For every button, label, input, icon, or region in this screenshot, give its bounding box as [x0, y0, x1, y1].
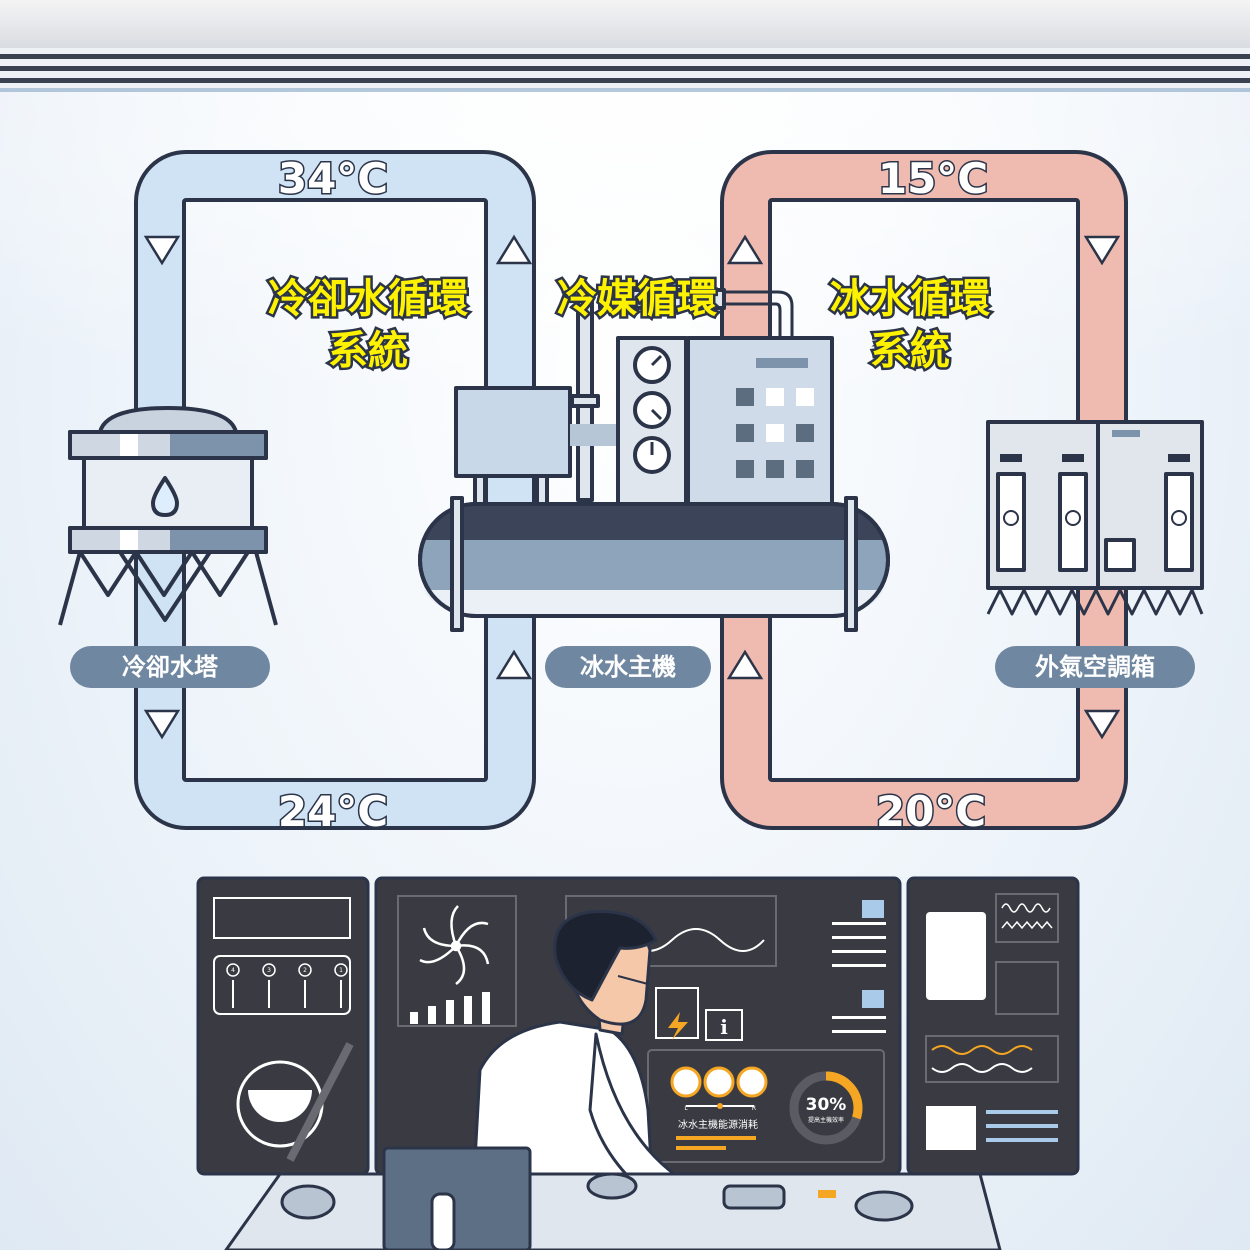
svg-text:冷卻水塔: 冷卻水塔: [122, 653, 219, 681]
air-handling-unit: [986, 420, 1204, 616]
efficiency-gauge: 30% 提高主機效率: [789, 1071, 863, 1145]
energy-consumption-label: 冰水主機能源消耗: [678, 1118, 758, 1131]
chilled-loop-title-line1: 冰水循環: [830, 276, 990, 322]
chilled-water-top-temp: 15°C: [878, 154, 988, 203]
bar-meter: [410, 992, 490, 1024]
chiller-label: 冰水主機: [545, 646, 711, 688]
arrow-up-icon: [726, 649, 764, 680]
console-desk: [224, 1146, 1002, 1250]
svg-text:R: R: [752, 1105, 756, 1112]
arrow-down-icon: [143, 235, 181, 266]
arrow-down-icon: [143, 709, 181, 740]
cooling-loop-title-line2: 系統: [328, 328, 408, 374]
arrow-down-icon: [1083, 235, 1121, 266]
svg-text:2: 2: [303, 967, 307, 974]
svg-text:3: 3: [267, 967, 271, 974]
info-icon: i: [720, 1015, 728, 1039]
arrow-up-icon: [495, 649, 533, 680]
cooling-loop-title-line1: 冷卻水循環: [268, 276, 468, 322]
air-handler-label: 外氣空調箱: [995, 646, 1195, 688]
lightning-icon: [668, 1012, 688, 1040]
cooling-tower: [58, 406, 278, 626]
flow-arrows: [143, 234, 1121, 740]
svg-text:冰水主機: 冰水主機: [580, 653, 676, 681]
svg-text:外氣空調箱: 外氣空調箱: [1035, 653, 1155, 681]
chilled-water-bottom-temp: 20°C: [876, 787, 986, 836]
svg-text:1: 1: [339, 967, 343, 974]
cooling-tower-label: 冷卻水塔: [70, 646, 270, 688]
left-monitor: 4 3 2 1: [196, 876, 370, 1176]
cooling-water-top-temp: 34°C: [278, 154, 388, 203]
efficiency-percent: 30%: [806, 1095, 847, 1115]
control-dials: L R: [670, 1066, 768, 1112]
svg-text:L: L: [684, 1105, 688, 1112]
svg-text:4: 4: [231, 967, 235, 974]
efficiency-label: 提高主機效率: [808, 1116, 844, 1124]
chilled-loop-title-line2: 系統: [870, 328, 950, 374]
cooling-water-bottom-temp: 24°C: [278, 787, 388, 836]
chiller-unit: [418, 288, 890, 632]
ceiling-vent: [0, 0, 1250, 92]
arrow-down-icon: [1083, 709, 1121, 740]
right-monitor: [906, 876, 1080, 1176]
refrigerant-loop-title: 冷媒循環: [557, 276, 717, 322]
fan-icon: [419, 905, 490, 985]
arrow-up-icon: [495, 234, 533, 265]
arrow-up-icon: [726, 234, 764, 265]
